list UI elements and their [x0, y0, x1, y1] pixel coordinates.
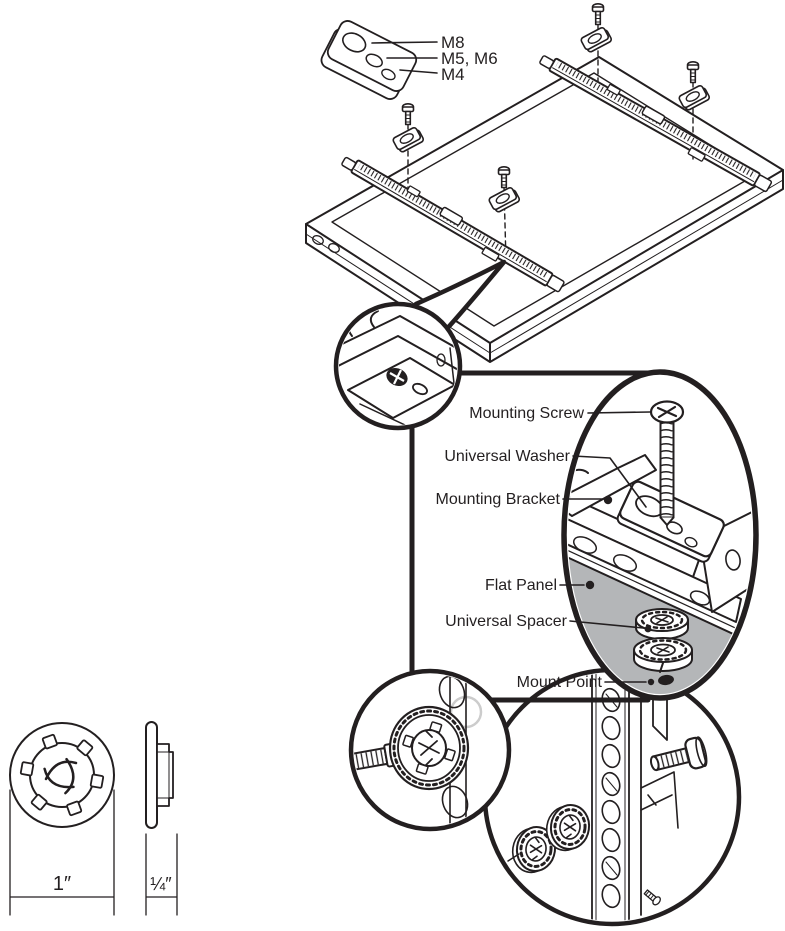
universal-spacer-stack: [633, 608, 693, 673]
mount-detail-contents: [568, 400, 752, 694]
mount-detail-ellipse: [561, 369, 759, 701]
label-mount-point: Mount Point: [517, 674, 603, 691]
screw-icon: [686, 60, 700, 84]
wall-plate-contents: [507, 673, 708, 921]
spacer-front-view: 1″: [9, 722, 115, 916]
label-mounting-screw: Mounting Screw: [469, 405, 584, 422]
mounting-bracket-rail-right: [539, 55, 773, 193]
screw-alignment-dashes: [407, 23, 694, 262]
universal-washer-plate: M8 M5, M6 M4: [320, 20, 498, 100]
spacer-disc-icon: [545, 804, 591, 852]
spacer-swirl: [43, 757, 78, 795]
washer-icon: [392, 126, 425, 153]
dimension-thickness: ¼″: [150, 874, 172, 894]
dimension-diameter: 1″: [53, 873, 71, 895]
callout-labels: Mounting Screw Universal Washer Mounting…: [435, 405, 652, 691]
mount-point-marker: [647, 674, 674, 686]
mounting-bracket-rail-left: [341, 156, 565, 293]
screw-icon: [497, 165, 511, 189]
label-m8: M8: [441, 33, 465, 52]
washer-icon: [678, 84, 711, 111]
label-universal-washer: Universal Washer: [444, 448, 570, 465]
label-m4: M4: [441, 65, 465, 84]
washer-icon: [488, 186, 521, 213]
screw-icon: [401, 102, 415, 126]
label-universal-spacer: Universal Spacer: [445, 613, 568, 630]
plate-leader-lines: [371, 41, 438, 74]
screw-icon: [591, 2, 605, 26]
label-mounting-bracket: Mounting Bracket: [435, 491, 560, 508]
spacer-tabs: [19, 733, 105, 817]
bracket-front-face: [568, 506, 742, 623]
label-m5-m6: M5, M6: [441, 49, 498, 68]
lock-washer-large-icon: [388, 705, 470, 791]
mounting-screw-in-detail: [649, 400, 685, 526]
label-flat-panel: Flat Panel: [485, 577, 557, 594]
wall-plate-callout: [482, 667, 742, 927]
bolt-washer-contents: [354, 674, 483, 826]
bolt-washer-callout: [348, 668, 512, 832]
spacer-side-view: ¼″: [145, 721, 178, 916]
tiny-screw-icon: [643, 889, 661, 906]
washer-icon: [580, 26, 613, 53]
wall-bolt-icon: [649, 736, 708, 772]
spacer-disc-icon: [511, 826, 557, 874]
